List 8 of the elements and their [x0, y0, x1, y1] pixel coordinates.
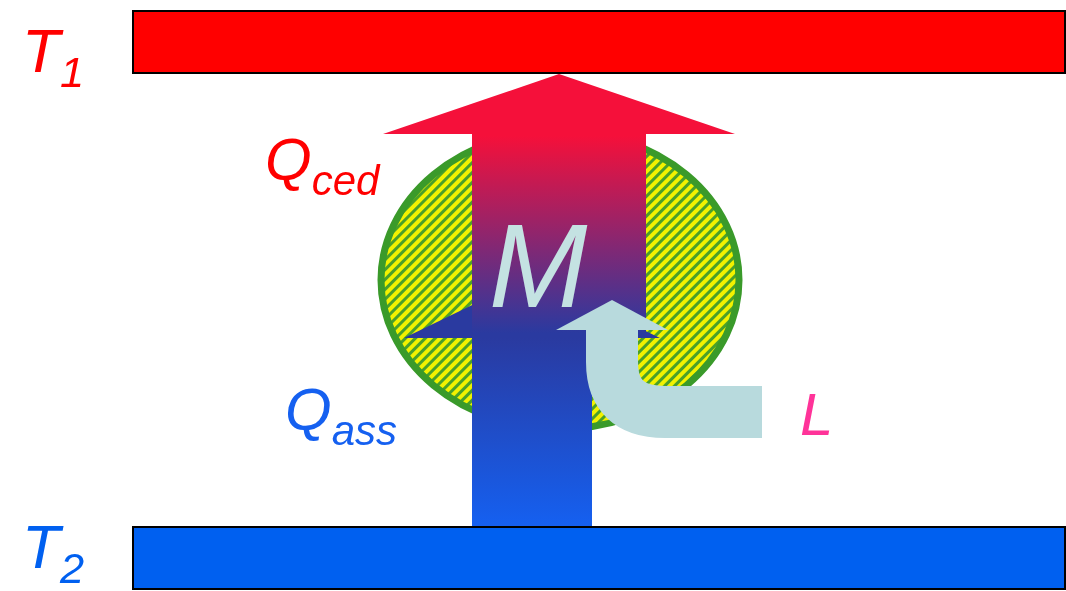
edge-label: Q$_{ced}$ — [265, 130, 380, 202]
machine-label: M — [489, 207, 588, 325]
edge-label: L — [800, 385, 834, 445]
arrow — [556, 300, 762, 438]
temperature-label: T$_{1}$ — [22, 20, 84, 95]
arrow — [383, 74, 735, 333]
edge-label: Q$_{ass}$ — [285, 380, 398, 452]
temperature-label: T$_{2}$ — [22, 516, 84, 591]
